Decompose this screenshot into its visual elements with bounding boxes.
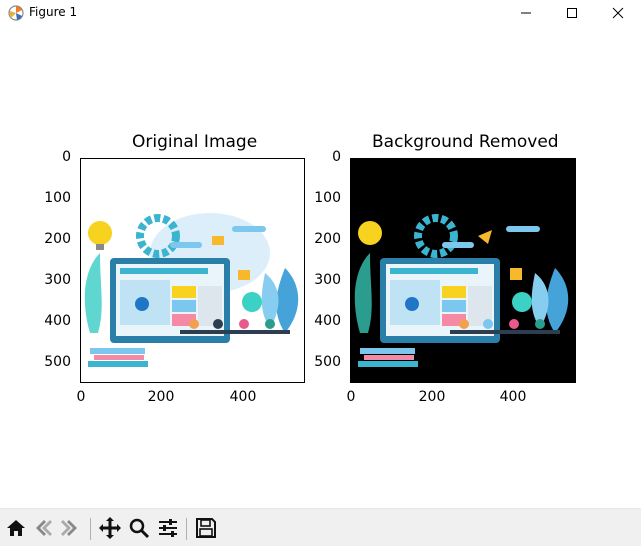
configure-subplots-icon — [159, 519, 177, 537]
right-y-tick: 300 — [314, 272, 341, 288]
left-x-tick: 0 — [76, 389, 86, 405]
right-y-tick: 0 — [332, 149, 341, 165]
left-y-tick: 300 — [44, 272, 71, 288]
maximize-button[interactable] — [549, 0, 595, 26]
home-icon — [7, 520, 25, 536]
figure-canvas[interactable]: Original Image — [0, 26, 641, 508]
right-y-tick: 100 — [314, 190, 341, 206]
toolbar-separator — [90, 518, 91, 540]
background-removed-plot[interactable] — [350, 158, 576, 383]
maximize-icon — [567, 8, 577, 18]
window-title: Figure 1 — [29, 5, 78, 19]
background-removed-image — [350, 158, 576, 383]
right-y-tick: 500 — [314, 354, 341, 370]
left-y-tick: 200 — [44, 231, 71, 247]
left-y-tick: 400 — [44, 313, 71, 329]
toolbar-separator — [186, 518, 187, 540]
right-x-tick: 0 — [346, 389, 356, 405]
left-x-tick: 400 — [229, 389, 257, 405]
right-y-tick: 200 — [314, 231, 341, 247]
close-button[interactable] — [595, 0, 641, 26]
left-y-tick: 100 — [44, 190, 71, 206]
right-x-tick: 400 — [499, 389, 527, 405]
configure-subplots-button[interactable] — [156, 516, 180, 540]
save-icon — [196, 518, 216, 538]
zoom-icon — [129, 518, 150, 539]
minimize-icon — [521, 12, 531, 14]
left-y-tick: 500 — [44, 354, 71, 370]
original-image-plot[interactable] — [80, 158, 305, 383]
left-axes-title: Original Image — [132, 132, 258, 152]
forward-button[interactable] — [58, 516, 82, 540]
navigation-toolbar — [0, 508, 641, 546]
save-button[interactable] — [194, 516, 218, 540]
home-button[interactable] — [4, 516, 28, 540]
minimize-button[interactable] — [503, 0, 549, 26]
zoom-button[interactable] — [127, 516, 151, 540]
pan-icon — [99, 517, 121, 539]
forward-icon — [61, 520, 77, 536]
back-icon — [36, 520, 52, 536]
right-x-tick: 200 — [418, 389, 446, 405]
left-y-tick: 0 — [62, 149, 71, 165]
right-axes-title: Background Removed — [372, 132, 559, 152]
left-x-tick: 200 — [147, 389, 175, 405]
right-y-tick: 400 — [314, 313, 341, 329]
close-icon — [612, 7, 624, 19]
original-image — [80, 158, 305, 383]
matplotlib-app-icon — [8, 5, 24, 21]
pan-button[interactable] — [98, 516, 122, 540]
window-titlebar: Figure 1 — [0, 0, 641, 26]
back-button[interactable] — [31, 516, 55, 540]
